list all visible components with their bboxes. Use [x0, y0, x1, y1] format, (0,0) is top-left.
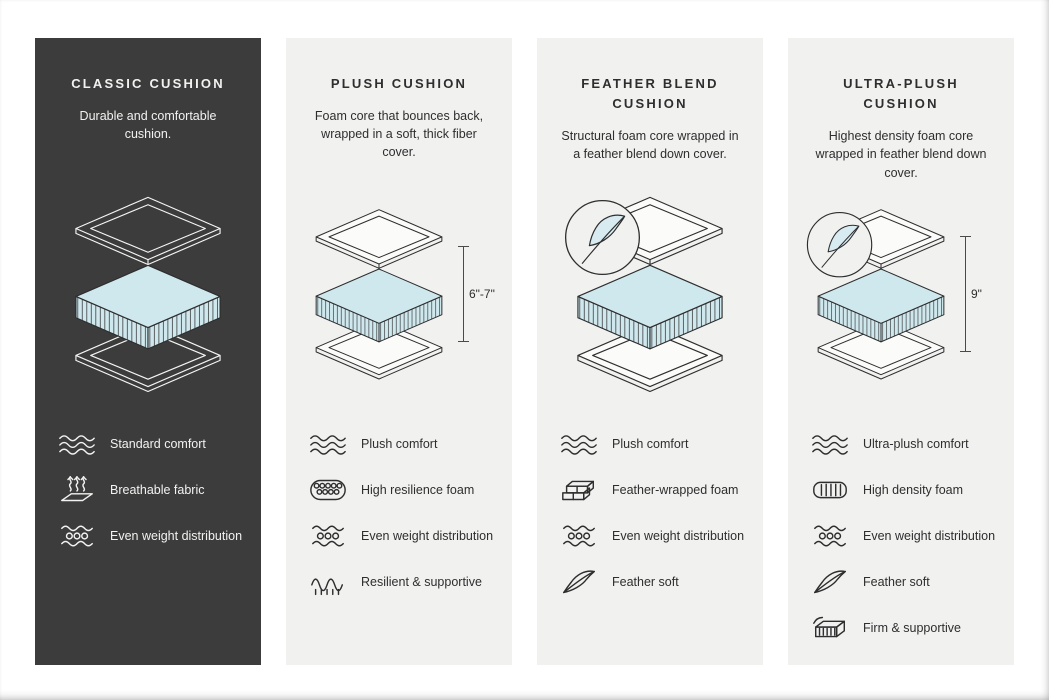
feature-item: Standard comfort	[57, 424, 243, 464]
column-description: Foam core that bounces back, wrapped in …	[314, 109, 484, 160]
measurement-value: 9"	[971, 287, 982, 301]
feature-item: Plush comfort	[559, 424, 745, 464]
feature-label: Ultra-plush comfort	[863, 436, 969, 451]
feature-label: Feather soft	[863, 574, 930, 589]
feather-foam-icon	[559, 476, 599, 504]
cushion-diagram: 6"-7"	[304, 178, 495, 410]
feature-label: Even weight distribution	[110, 528, 243, 543]
height-measurement: 9"	[960, 236, 996, 352]
feature-list: Plush comfort Feather-wrapped foam	[555, 424, 745, 608]
resilience-foam-icon	[308, 476, 348, 504]
column-ultra-plush-cushion: ULTRA-PLUSH CUSHION Highest density foam…	[788, 38, 1014, 665]
feature-item: Firm & supportive	[810, 608, 996, 648]
feature-item: Ultra-plush comfort	[810, 424, 996, 464]
feature-item: Feather-wrapped foam	[559, 470, 745, 510]
cushion-layers-illustration	[564, 196, 723, 393]
feature-label: Plush comfort	[361, 436, 438, 451]
feature-label: Even weight distribution	[863, 528, 996, 543]
density-foam-icon	[810, 476, 850, 504]
cushion-layers-illustration	[315, 209, 443, 380]
cushion-diagram	[53, 178, 243, 410]
even-weight-icon	[57, 522, 97, 550]
feature-item: Breathable fabric	[57, 470, 243, 510]
feature-item: High density foam	[810, 470, 996, 510]
column-feather-blend-cushion: FEATHER BLEND CUSHION Structural foam co…	[537, 38, 763, 665]
feature-item: Even weight distribution	[810, 516, 996, 556]
column-header: ULTRA-PLUSH CUSHION Highest density foam…	[806, 68, 996, 180]
feature-item: Resilient & supportive	[308, 562, 494, 602]
cushion-diagram	[555, 178, 745, 410]
measure-cap	[458, 341, 469, 342]
column-description: Durable and comfortable cushion.	[79, 109, 217, 142]
even-weight-icon	[308, 522, 348, 550]
feather-icon	[559, 568, 599, 596]
column-description: Highest density foam core wrapped in fea…	[815, 129, 987, 180]
feature-item: Even weight distribution	[308, 516, 494, 556]
feature-label: Firm & supportive	[863, 620, 961, 635]
feature-label: Plush comfort	[612, 436, 689, 451]
measure-line	[965, 236, 966, 352]
waves-icon	[810, 430, 850, 458]
feature-item: Feather soft	[810, 562, 996, 602]
firm-supportive-icon	[810, 614, 850, 642]
column-title: CLASSIC CUSHION	[71, 76, 225, 91]
measure-line	[463, 246, 464, 342]
column-header: FEATHER BLEND CUSHION Structural foam co…	[555, 68, 745, 178]
column-title: FEATHER BLEND CUSHION	[581, 76, 719, 112]
cushion-layers-illustration	[806, 209, 945, 380]
spring-icon	[308, 568, 348, 596]
cushion-layers-illustration	[75, 196, 221, 393]
waves-icon	[308, 430, 348, 458]
feature-list: Standard comfort Breathable fabric	[53, 424, 243, 562]
feature-label: Even weight distribution	[361, 528, 494, 543]
feature-list: Ultra-plush comfort High density foam	[806, 424, 996, 654]
feather-badge	[806, 212, 873, 278]
feather-icon	[810, 568, 850, 596]
column-title: PLUSH CUSHION	[330, 76, 468, 91]
column-header: CLASSIC CUSHION Durable and comfortable …	[53, 68, 243, 178]
even-weight-icon	[559, 522, 599, 550]
waves-icon	[559, 430, 599, 458]
feature-label: Resilient & supportive	[361, 574, 482, 589]
feature-label: High resilience foam	[361, 482, 475, 497]
even-weight-icon	[810, 522, 850, 550]
feature-label: Feather-wrapped foam	[612, 482, 739, 497]
height-measurement: 6"-7"	[458, 246, 495, 342]
cushion-diagram: 9"	[806, 178, 996, 410]
waves-icon	[57, 430, 97, 458]
feature-list: Plush comfort High resilience foam	[304, 424, 494, 608]
feather-badge	[564, 199, 641, 275]
column-classic-cushion: CLASSIC CUSHION Durable and comfortable …	[35, 38, 261, 665]
feature-item: High resilience foam	[308, 470, 494, 510]
feature-label: High density foam	[863, 482, 964, 497]
feature-item: Plush comfort	[308, 424, 494, 464]
feature-label: Feather soft	[612, 574, 679, 589]
measure-cap	[960, 351, 971, 352]
column-plush-cushion: PLUSH CUSHION Foam core that bounces bac…	[286, 38, 512, 665]
feature-item: Even weight distribution	[559, 516, 745, 556]
breathable-icon	[57, 476, 97, 504]
feature-label: Standard comfort	[110, 436, 206, 451]
column-description: Structural foam core wrapped in a feathe…	[561, 129, 739, 162]
feature-label: Even weight distribution	[612, 528, 745, 543]
feature-item: Even weight distribution	[57, 516, 243, 556]
feature-label: Breathable fabric	[110, 482, 205, 497]
measurement-value: 6"-7"	[469, 287, 495, 301]
column-title: ULTRA-PLUSH CUSHION	[843, 76, 959, 112]
column-header: PLUSH CUSHION Foam core that bounces bac…	[304, 68, 494, 178]
feature-item: Feather soft	[559, 562, 745, 602]
